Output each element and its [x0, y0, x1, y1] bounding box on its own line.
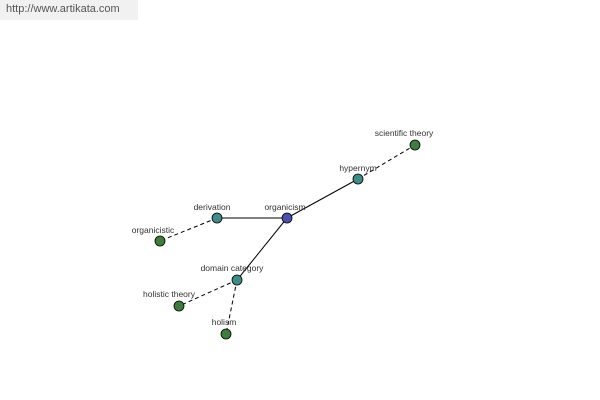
node-hypernym[interactable]: hypernym	[339, 163, 377, 185]
edge-domain-category-holism	[225, 279, 238, 335]
nodes-layer: organicism hypernym scientific theory deriv…	[132, 128, 434, 340]
node-marker-derivation[interactable]	[211, 212, 223, 224]
node-organicistic[interactable]: organicistic	[132, 225, 175, 247]
node-marker-domain-category[interactable]	[231, 274, 243, 286]
node-label-organicistic[interactable]: organicistic	[132, 225, 175, 235]
node-marker-scientific-theory[interactable]	[409, 139, 421, 151]
node-label-organicism[interactable]: organicism	[264, 202, 305, 212]
node-marker-organicistic[interactable]	[154, 235, 166, 247]
node-marker-hypernym[interactable]	[352, 173, 364, 185]
node-label-derivation[interactable]: derivation	[194, 202, 231, 212]
node-marker-holism[interactable]	[220, 328, 232, 340]
node-label-hypernym[interactable]: hypernym	[339, 163, 376, 173]
node-label-scientific-theory[interactable]: scientific theory	[375, 128, 434, 138]
node-holistic-theory[interactable]: holistic theory	[143, 289, 196, 312]
node-organicism[interactable]: organicism	[264, 202, 306, 224]
node-marker-holistic-theory[interactable]	[173, 300, 185, 312]
edge-derivation-organicistic	[159, 217, 218, 242]
node-marker-organicism[interactable]	[281, 212, 293, 224]
node-scientific-theory[interactable]: scientific theory	[375, 128, 434, 151]
node-label-holism[interactable]: holism	[212, 317, 237, 327]
edge-organicism-hypernym	[286, 178, 359, 219]
node-label-domain-category[interactable]: domain category	[201, 263, 265, 273]
node-derivation[interactable]: derivation	[194, 202, 231, 224]
edge-domain-category-holistic-theory	[178, 279, 238, 307]
node-domain-category[interactable]: domain category	[201, 263, 265, 286]
edge-organicism-domain-category	[236, 217, 288, 281]
edges-layer	[159, 144, 416, 335]
node-label-holistic-theory[interactable]: holistic theory	[143, 289, 196, 299]
node-holism[interactable]: holism	[212, 317, 237, 340]
edge-hypernym-scientific-theory	[357, 144, 416, 180]
site-url-watermark[interactable]: http://www.artikata.com	[0, 0, 138, 20]
